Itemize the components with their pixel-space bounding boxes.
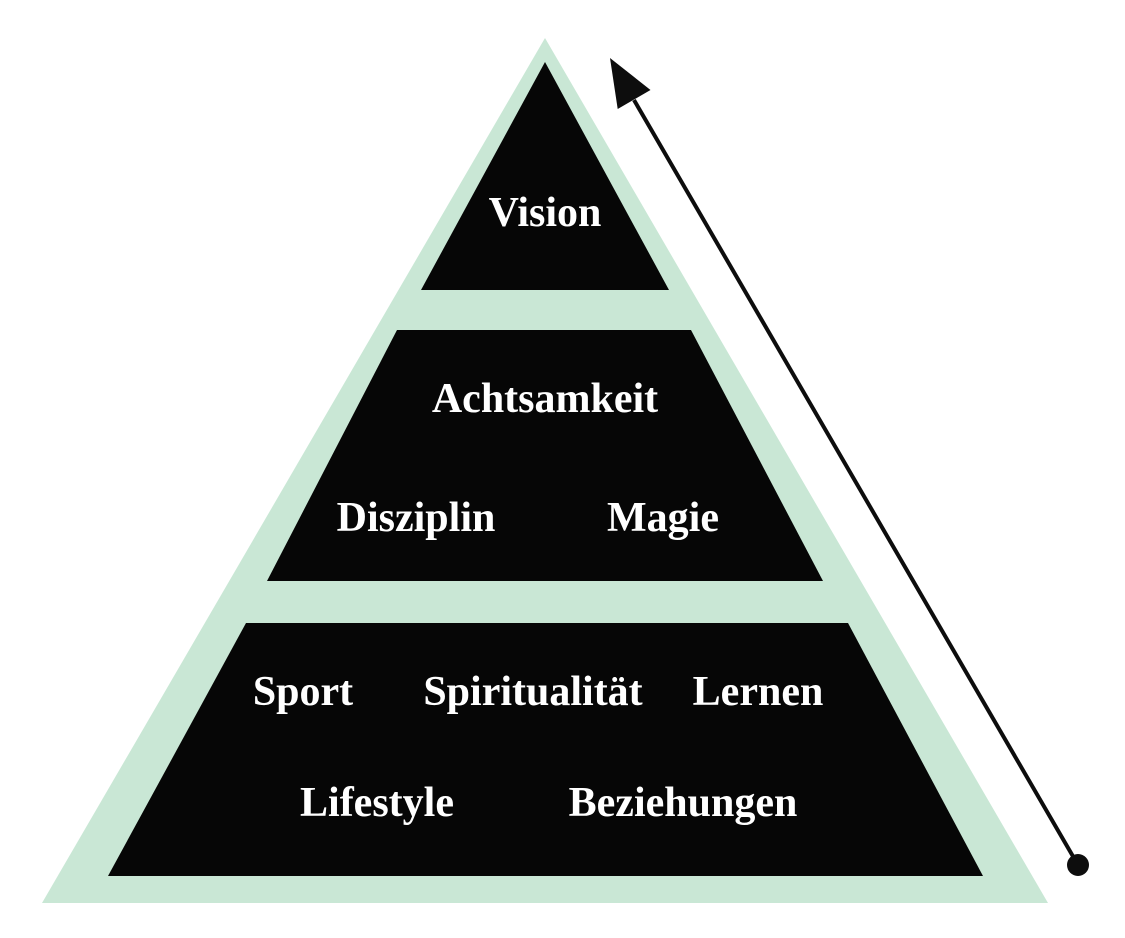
tier-bottom-label-spiritualitaet: Spiritualität [423,669,642,715]
arrow-origin-dot-icon [1067,854,1089,876]
tier-top-shape [421,62,669,290]
ascending-arrow-line [632,98,1080,867]
tier-middle-label-achtsamkeit: Achtsamkeit [432,376,658,422]
arrowhead-icon [610,58,651,109]
tier-bottom-label-sport: Sport [253,669,353,715]
tier-bottom-shape [108,623,983,876]
tier-bottom-label-lifestyle: Lifestyle [300,780,454,826]
tier-middle-label-magie: Magie [607,495,719,541]
tier-bottom-label-beziehungen: Beziehungen [569,780,798,826]
tier-top-label-vision: Vision [489,190,602,236]
tier-bottom-label-lernen: Lernen [693,669,824,715]
tier-middle-label-disziplin: Disziplin [337,495,496,541]
tier-middle-shape [267,330,823,581]
